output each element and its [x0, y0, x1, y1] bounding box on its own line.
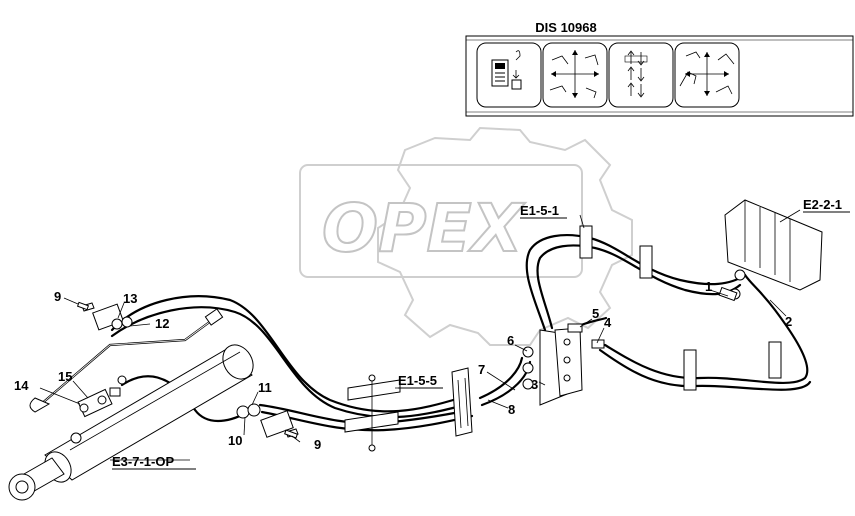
- cylinder-valve-block: [77, 375, 127, 418]
- excavator-joystick-icon: [542, 42, 608, 108]
- part-number-13: 13: [123, 291, 137, 306]
- control-panel-icon: [476, 42, 542, 108]
- backhoe-movement-icon: [674, 42, 740, 108]
- part-number-9-top: 9: [54, 289, 61, 304]
- clamp-bar: [451, 367, 473, 437]
- ref-e221[interactable]: E2-2-1: [803, 197, 842, 212]
- clamp-13: [81, 302, 133, 331]
- part-number-15: 15: [58, 369, 72, 384]
- part-number-2: 2: [785, 314, 792, 329]
- part-number-11: 11: [258, 380, 272, 395]
- part-number-1: 1: [705, 279, 712, 294]
- arrow-switch-icon: [608, 42, 674, 108]
- bolt-9b: [284, 429, 298, 439]
- part-number-9-bottom: 9: [314, 437, 321, 452]
- diagram-title: DIS 10968: [535, 20, 596, 35]
- part-number-7: 7: [478, 362, 485, 377]
- mounting-plate-e155: [344, 374, 401, 452]
- part-number-10: 10: [228, 433, 242, 448]
- part-number-12: 12: [155, 316, 169, 331]
- clamp-10: [236, 403, 299, 438]
- steel-pipe: [29, 308, 224, 413]
- ref-e155[interactable]: E1-5-5: [398, 373, 437, 388]
- fitting-1: [718, 286, 738, 302]
- watermark-text: OPEX: [322, 190, 526, 267]
- ref-e371[interactable]: E3-7-1-OP: [112, 454, 174, 469]
- hose-clamps: [579, 225, 782, 391]
- part-number-6: 6: [507, 333, 514, 348]
- part-number-3: 3: [531, 377, 538, 392]
- part-number-8: 8: [508, 402, 515, 417]
- part-number-14: 14: [14, 378, 29, 393]
- symbol-panel: [465, 35, 854, 117]
- control-valve: [724, 199, 823, 300]
- bolt-9a: [76, 301, 90, 311]
- distribution-block: [522, 323, 605, 406]
- part-number-4: 4: [604, 315, 612, 330]
- part-number-5: 5: [592, 306, 599, 321]
- hydraulic-cylinder: [8, 344, 254, 501]
- ref-e151[interactable]: E1-5-1: [520, 203, 559, 218]
